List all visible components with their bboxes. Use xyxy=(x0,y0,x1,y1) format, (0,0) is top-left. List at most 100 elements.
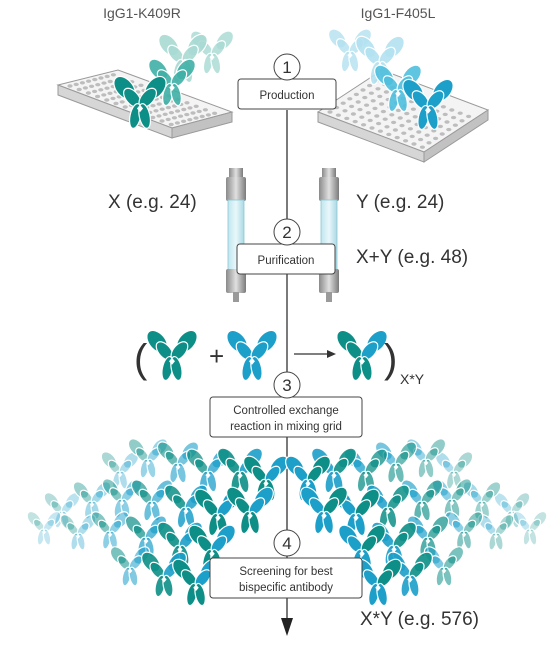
well-hole xyxy=(394,135,400,140)
left-antibody-cluster xyxy=(113,30,235,129)
equation-close-paren: ) xyxy=(384,337,397,381)
well-hole xyxy=(85,91,91,95)
well-hole xyxy=(440,105,446,109)
well-hole xyxy=(383,90,389,94)
step-4-label-line-1: Screening for best xyxy=(239,566,333,578)
well-hole xyxy=(424,133,430,137)
well-hole xyxy=(181,119,187,124)
well-hole xyxy=(442,112,448,117)
step-4-label-line-2: bispecific antibody xyxy=(239,582,333,594)
well-hole xyxy=(165,105,171,110)
well-hole xyxy=(153,109,159,113)
step-2: Purification 2 xyxy=(236,218,336,275)
well-hole xyxy=(184,101,190,105)
well-hole xyxy=(202,108,208,112)
well-hole xyxy=(426,141,432,145)
well-hole xyxy=(175,109,181,113)
well-hole xyxy=(98,76,104,80)
well-hole xyxy=(411,142,417,146)
antibody-icon-bispecific xyxy=(477,514,515,551)
well-hole xyxy=(439,132,445,136)
well-hole xyxy=(178,114,184,118)
equation-plus: + xyxy=(209,341,224,371)
well-hole xyxy=(370,99,376,103)
step-4: Screening for best bispecific antibody 4 xyxy=(209,529,363,599)
well-hole xyxy=(409,134,415,139)
well-hole xyxy=(401,131,407,135)
well-hole xyxy=(419,145,425,149)
well-hole xyxy=(159,107,165,111)
well-hole xyxy=(367,118,373,123)
well-hole xyxy=(449,108,455,112)
well-hole xyxy=(98,88,104,92)
well-hole xyxy=(159,119,165,123)
count-x: X (e.g. 24) xyxy=(108,192,197,213)
well-hole xyxy=(361,123,367,127)
well-hole xyxy=(357,107,363,112)
well-hole xyxy=(353,92,359,97)
count-x-times-y: X*Y (e.g. 576) xyxy=(360,609,479,630)
step-2-badge xyxy=(273,218,301,246)
left-antibody-label: IgG1-K409R xyxy=(103,5,181,21)
antibody-icon-blue-mid xyxy=(374,64,422,113)
antibody-icon-bispecific xyxy=(387,551,433,598)
well-hole xyxy=(193,104,199,109)
well-hole xyxy=(344,116,350,121)
well-hole xyxy=(95,94,101,99)
well-hole xyxy=(327,110,333,114)
well-hole xyxy=(82,86,88,90)
well-hole xyxy=(416,130,422,134)
antibody-icon-bispecific xyxy=(188,524,236,573)
well-hole xyxy=(101,81,107,85)
well-hole xyxy=(119,100,125,104)
well-hole xyxy=(377,94,383,99)
well-hole xyxy=(86,79,92,83)
antibody-icon-bispecific xyxy=(109,546,151,587)
well-hole xyxy=(193,116,199,120)
well-hole xyxy=(459,119,465,123)
step-1-badge xyxy=(273,53,301,81)
well-hole xyxy=(92,77,98,82)
well-hole xyxy=(89,84,95,89)
antibody-icon-blue-dark xyxy=(402,78,454,131)
well-hole xyxy=(95,83,101,87)
well-hole xyxy=(397,116,403,120)
well-hole xyxy=(347,97,353,101)
right-antibody-cluster xyxy=(327,28,454,131)
well-hole xyxy=(104,98,110,102)
antibody-icon-bispecific xyxy=(26,510,62,546)
step-3-label-line-1: Controlled exchange xyxy=(233,405,339,417)
well-hole xyxy=(138,83,144,88)
well-hole xyxy=(380,109,386,114)
well-hole xyxy=(187,118,193,122)
step-1-number: 1 xyxy=(282,58,291,77)
well-hole xyxy=(395,108,401,113)
well-hole xyxy=(150,104,156,108)
well-hole xyxy=(104,74,110,79)
well-hole xyxy=(171,116,177,120)
well-hole xyxy=(107,91,113,96)
step-3-label-line-2: reaction in mixing grid xyxy=(230,421,342,433)
well-hole xyxy=(212,111,218,116)
well-hole xyxy=(184,112,190,117)
well-hole xyxy=(162,112,168,117)
equation-open-paren: ( xyxy=(134,337,148,381)
step-3-number: 3 xyxy=(282,376,291,395)
well-hole xyxy=(190,111,196,115)
step-4-number: 4 xyxy=(282,534,291,553)
well-hole xyxy=(375,87,381,91)
step-2-number: 2 xyxy=(282,223,291,242)
well-hole xyxy=(376,121,382,126)
well-hole xyxy=(156,114,162,118)
step-3: Controlled exchange reaction in mixing g… xyxy=(209,371,363,438)
right-antibody-grid xyxy=(285,438,548,607)
well-hole xyxy=(199,114,205,119)
step-3-badge xyxy=(273,371,301,399)
well-hole xyxy=(205,113,211,117)
step-1-label: Production xyxy=(260,90,315,102)
antibody-icon-bispecific xyxy=(300,486,348,535)
well-hole xyxy=(168,111,174,115)
antibody-icon-bispecific xyxy=(59,514,97,551)
well-hole xyxy=(359,115,365,119)
antibody-icon-bispecific xyxy=(444,511,484,550)
